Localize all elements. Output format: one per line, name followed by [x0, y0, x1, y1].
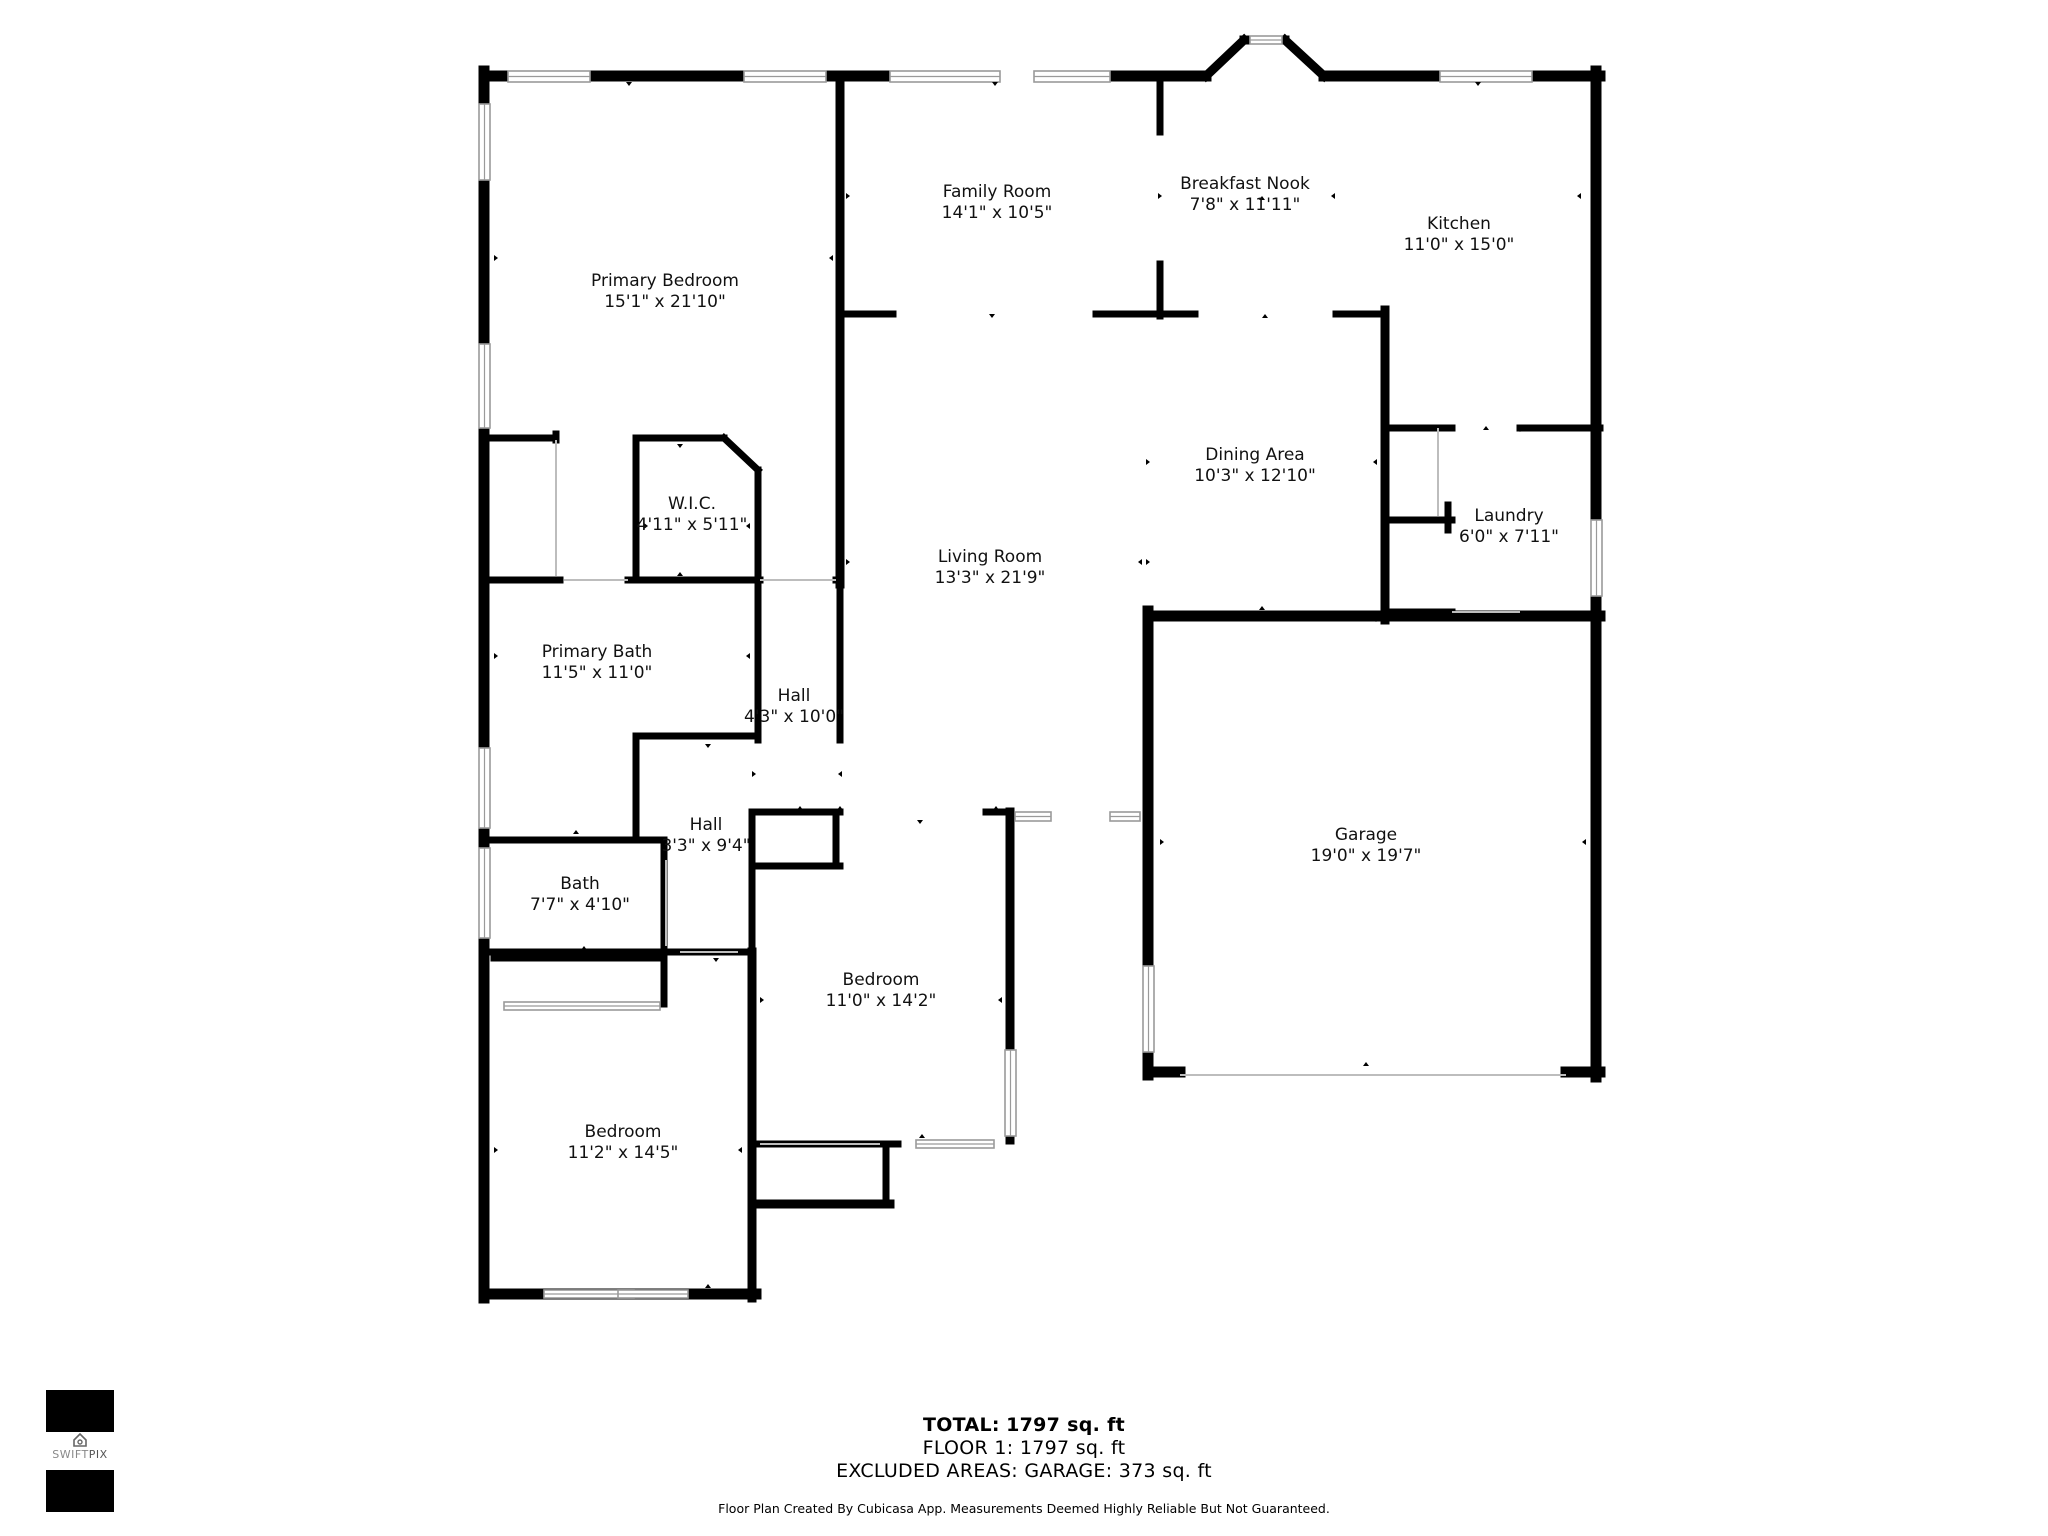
- dimension-marker: [1146, 459, 1150, 465]
- wall-segment: [1199, 33, 1251, 83]
- logo-text-b: PIX: [88, 1448, 108, 1461]
- dimension-marker: [1373, 618, 1379, 622]
- dimension-marker: [846, 559, 850, 565]
- room-name-breakfast-nook: Breakfast Nook: [1180, 174, 1310, 194]
- room-name-dining-area: Dining Area: [1205, 445, 1304, 465]
- dimension-marker: [838, 771, 842, 777]
- dimension-marker: [581, 946, 587, 950]
- room-dims-kitchen: 11'0" x 15'0": [1404, 235, 1515, 255]
- dimension-marker: [573, 830, 579, 834]
- dimension-marker: [919, 1134, 925, 1138]
- dimension-marker: [746, 653, 750, 659]
- dimension-marker: [752, 771, 756, 777]
- dimension-marker: [917, 820, 923, 824]
- dimension-marker: [1517, 428, 1523, 432]
- dimension-marker: [1577, 193, 1581, 199]
- dimension-marker: [1146, 559, 1150, 565]
- dimension-marker: [1138, 559, 1142, 565]
- room-name-hall-1: Hall: [778, 686, 811, 706]
- room-dims-hall-2: 3'3" x 9'4": [661, 836, 750, 856]
- windows: [478, 35, 1603, 1299]
- room-name-kitchen: Kitchen: [1427, 214, 1491, 234]
- room-name-garage: Garage: [1335, 825, 1397, 845]
- total-area: TOTAL: 1797 sq. ft: [0, 1414, 2048, 1436]
- excluded-areas: EXCLUDED AREAS: GARAGE: 373 sq. ft: [836, 1460, 1212, 1482]
- dimension-marker: [1373, 459, 1377, 465]
- house-icon: [73, 1433, 87, 1447]
- dimension-marker: [494, 255, 498, 261]
- room-dims-garage: 19'0" x 19'7": [1311, 846, 1422, 866]
- dimension-marker: [993, 806, 999, 810]
- dimension-marker: [746, 523, 750, 529]
- floor-area: FLOOR 1: 1797 sq. ft: [922, 1437, 1126, 1459]
- wall-segment: [1278, 33, 1331, 83]
- room-dims-bath: 7'7" x 4'10": [530, 895, 630, 915]
- dimension-marker: [494, 653, 498, 659]
- dimension-marker: [738, 1147, 742, 1153]
- dimension-marker: [797, 806, 803, 810]
- dimension-marker: [677, 572, 683, 576]
- room-dims-laundry: 6'0" x 7'11": [1459, 527, 1559, 547]
- dimension-marker: [998, 997, 1002, 1003]
- room-name-hall-2: Hall: [690, 815, 723, 835]
- dimension-marker: [705, 744, 711, 748]
- room-name-bedroom-2: Bedroom: [585, 1122, 662, 1142]
- dimension-marker: [1160, 839, 1164, 845]
- dimension-markers: [494, 82, 1586, 1288]
- swiftpix-logo: SWIFTPIX: [46, 1390, 114, 1512]
- dimension-marker: [705, 1284, 711, 1288]
- room-dims-living-room: 13'3" x 21'9": [935, 568, 1046, 588]
- room-dims-hall-1: 4'3" x 10'0": [744, 707, 844, 727]
- dimension-marker: [837, 806, 843, 810]
- dimension-marker: [992, 82, 998, 86]
- room-name-primary-bath: Primary Bath: [542, 642, 653, 662]
- disclaimer: Floor Plan Created By Cubicasa App. Meas…: [718, 1501, 1330, 1516]
- dimension-marker: [1262, 314, 1268, 318]
- dimension-marker: [1331, 193, 1335, 199]
- room-dims-primary-bedroom: 15'1" x 21'10": [604, 292, 726, 312]
- total-value: 1797 sq. ft: [1006, 1414, 1126, 1436]
- total-label: TOTAL:: [922, 1414, 1000, 1436]
- room-name-laundry: Laundry: [1474, 506, 1543, 526]
- dimension-marker: [1363, 1062, 1369, 1066]
- dimension-marker: [1475, 82, 1481, 86]
- dimension-marker: [1582, 839, 1586, 845]
- room-name-primary-bedroom: Primary Bedroom: [591, 271, 739, 291]
- room-labels: Primary Bedroom 15'1" x 21'10" Family Ro…: [530, 174, 1559, 1163]
- dimension-marker: [989, 314, 995, 318]
- dimension-marker: [846, 193, 850, 199]
- room-dims-breakfast-nook: 7'8" x 11'11": [1190, 195, 1301, 215]
- room-dims-family-room: 14'1" x 10'5": [942, 203, 1053, 223]
- dimension-marker: [760, 997, 764, 1003]
- room-name-bedroom-1: Bedroom: [843, 970, 920, 990]
- room-dims-dining-area: 10'3" x 12'10": [1194, 466, 1316, 486]
- dimension-marker: [644, 523, 648, 529]
- room-dims-bedroom-2: 11'2" x 14'5": [568, 1143, 679, 1163]
- logo-block-bottom: [46, 1470, 114, 1512]
- room-name-living-room: Living Room: [938, 547, 1042, 567]
- dimension-marker: [626, 82, 632, 86]
- room-dims-bedroom-1: 11'0" x 14'2": [826, 991, 937, 1011]
- room-dims-wic: 4'11" x 5'11": [637, 515, 748, 535]
- dimension-marker: [1259, 606, 1265, 610]
- dimension-marker: [829, 255, 833, 261]
- room-name-wic: W.I.C.: [668, 494, 716, 514]
- dimension-marker: [713, 958, 719, 962]
- logo-text: SWIFTPIX: [46, 1448, 114, 1461]
- dimension-marker: [1259, 196, 1265, 200]
- dimension-marker: [1483, 426, 1489, 430]
- dimension-marker: [1158, 193, 1162, 199]
- room-dims-primary-bath: 11'5" x 11'0": [542, 663, 653, 683]
- room-name-bath: Bath: [560, 874, 600, 894]
- logo-block-top: [46, 1390, 114, 1432]
- wall-segment: [719, 433, 763, 475]
- room-name-family-room: Family Room: [943, 182, 1052, 202]
- dimension-marker: [677, 444, 683, 448]
- logo-text-a: SWIFT: [52, 1448, 89, 1461]
- dimension-marker: [494, 1147, 498, 1153]
